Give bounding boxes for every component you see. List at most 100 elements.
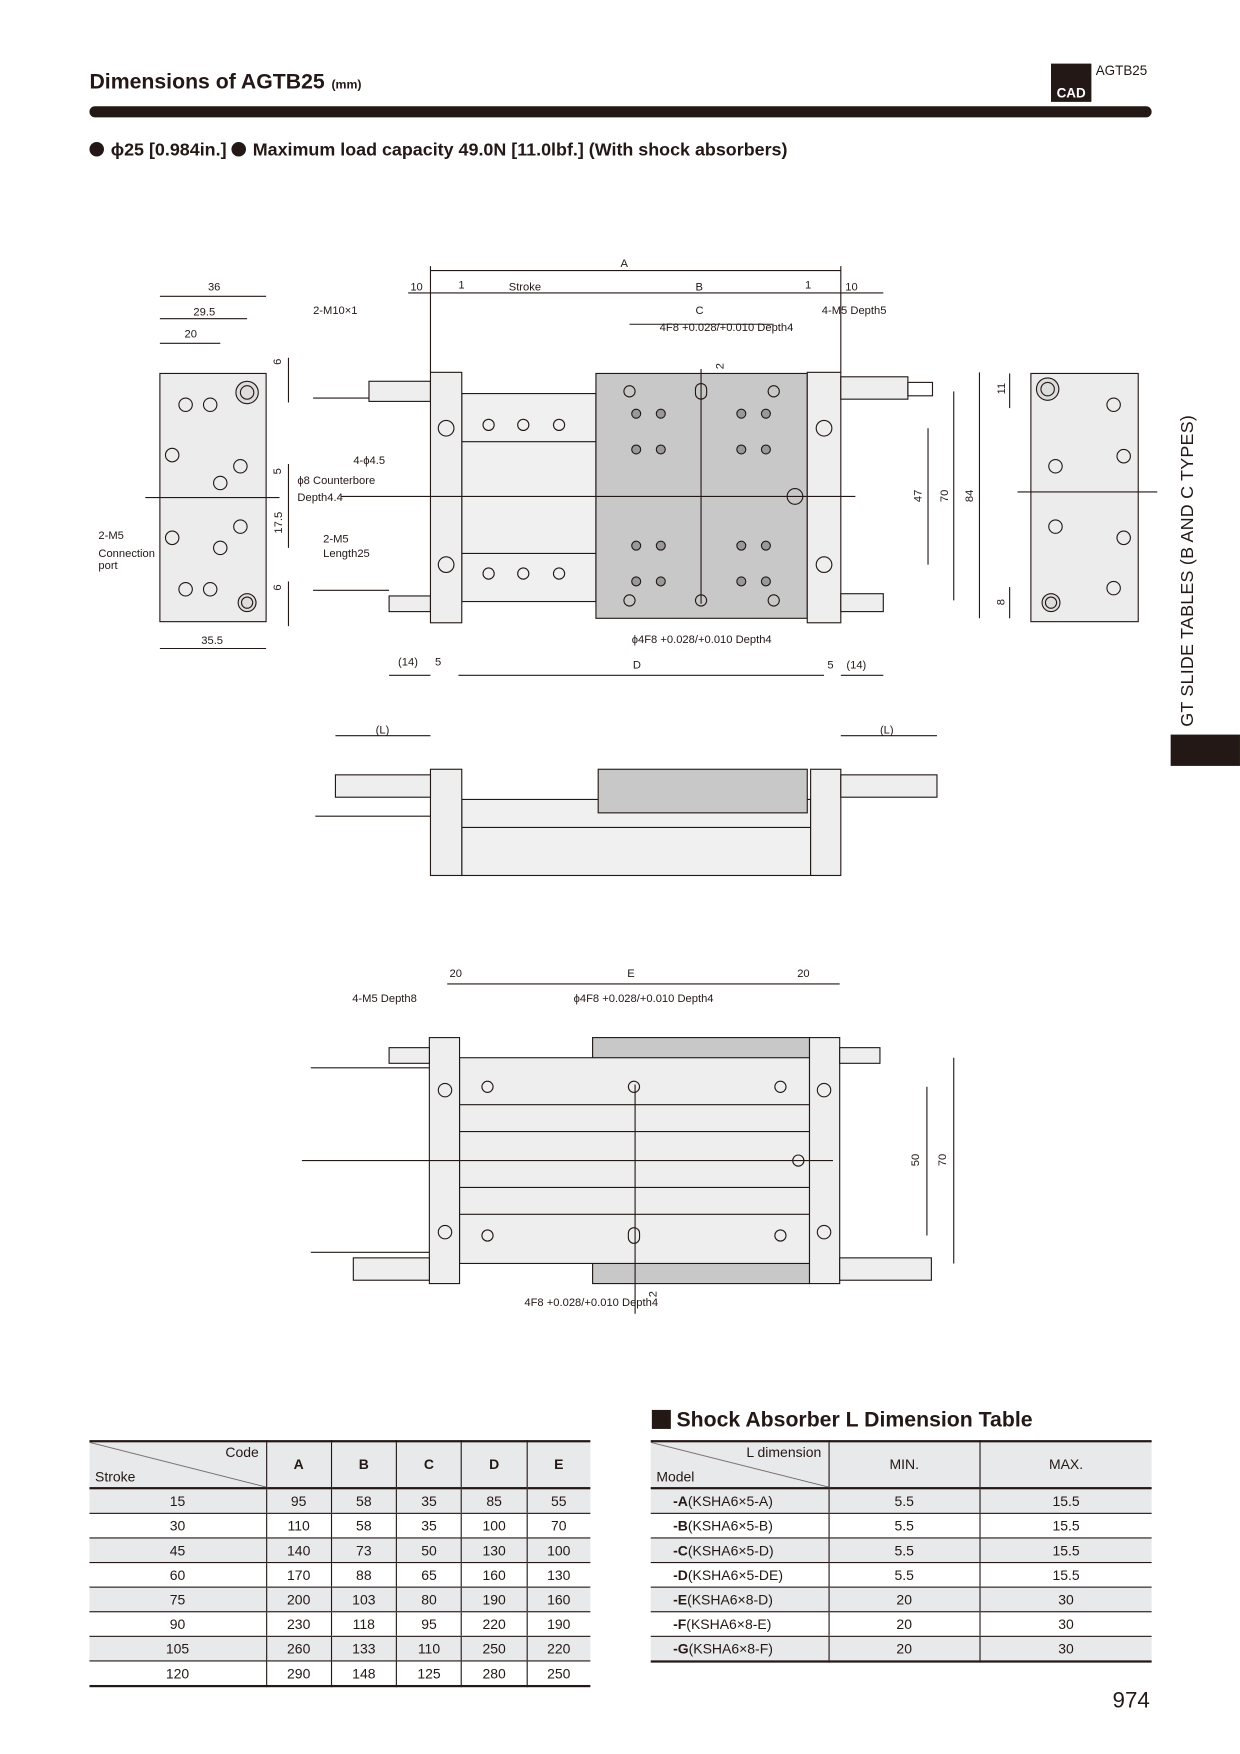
- column-header: MAX.: [979, 1441, 1152, 1490]
- bullet-icon: [89, 141, 104, 157]
- value-cell: 88: [330, 1562, 397, 1588]
- dimension-drawing: [145, 266, 1158, 1314]
- dim-label: E: [627, 968, 635, 981]
- callout: 4-M5 Depth8: [352, 992, 417, 1006]
- model-name: (KSHA6×5-DE): [687, 1567, 784, 1583]
- stroke-cell: 60: [89, 1562, 267, 1588]
- model-cell: -D(KSHA6×5-DE): [650, 1562, 829, 1588]
- dim-label: 11: [995, 382, 1009, 395]
- value-cell: 250: [460, 1636, 527, 1662]
- value-cell: 140: [265, 1537, 332, 1564]
- dim-label: B: [695, 281, 703, 295]
- dim-label: Stroke: [508, 281, 542, 295]
- cad-icon[interactable]: CAD: [1051, 63, 1092, 102]
- dim-label: 8: [995, 598, 1008, 606]
- value-cell: 95: [395, 1611, 462, 1637]
- model-name: (KSHA6×8-F): [688, 1640, 773, 1657]
- dim-label: 50: [910, 1153, 923, 1167]
- callout: port: [98, 560, 118, 573]
- dim-label: 20: [184, 328, 197, 342]
- dim-label: D: [632, 659, 641, 672]
- model-code: -D: [673, 1567, 688, 1583]
- dim-label: 70: [939, 489, 952, 503]
- value-cell: 103: [330, 1587, 397, 1613]
- dim-label: 47: [912, 489, 925, 503]
- corner-top-label: L dimension: [746, 1444, 822, 1461]
- dim-label: 17.5: [273, 511, 286, 534]
- shock-table-title: Shock Absorber L Dimension Table: [651, 1408, 1033, 1434]
- dim-label: 1: [458, 279, 465, 292]
- value-cell: 250: [526, 1660, 591, 1687]
- model-name: (KSHA6×5-B): [687, 1517, 773, 1534]
- max-cell: 30: [979, 1587, 1152, 1613]
- stroke-cell: 105: [89, 1636, 267, 1662]
- dim-label: 10: [845, 281, 858, 295]
- callout: 2-M5: [323, 533, 349, 546]
- page-title: Dimensions of AGTB25 (mm): [89, 70, 361, 95]
- callout: Connection: [98, 547, 155, 561]
- column-header: A: [265, 1441, 332, 1490]
- cad-badge-text: CAD: [1056, 84, 1086, 101]
- dim-label: C: [695, 305, 704, 318]
- dim-label: (14): [846, 659, 867, 672]
- dim-label: 6: [272, 584, 285, 591]
- bullet-icon: [231, 141, 247, 157]
- dim-label: 6: [272, 358, 285, 365]
- min-cell: 20: [827, 1587, 980, 1613]
- model-cell: -C(KSHA6×5-D): [650, 1537, 829, 1564]
- stroke-cell: 45: [89, 1537, 267, 1564]
- value-cell: 55: [526, 1488, 591, 1514]
- stroke-cell: 30: [89, 1513, 267, 1539]
- model-name: (KSHA6×8-D): [687, 1591, 773, 1608]
- value-cell: 110: [265, 1513, 332, 1539]
- dim-label: 84: [963, 489, 977, 503]
- model-cell: -B(KSHA6×5-B): [650, 1513, 829, 1539]
- column-header: D: [460, 1441, 527, 1490]
- dim-label: 5: [272, 468, 285, 475]
- value-cell: 260: [265, 1636, 332, 1662]
- value-cell: 65: [395, 1562, 462, 1588]
- min-cell: 5.5: [827, 1488, 980, 1514]
- bottom-view: [301, 983, 955, 1314]
- value-cell: 190: [526, 1611, 591, 1637]
- column-header: E: [526, 1441, 591, 1490]
- dim-label: 2: [647, 1291, 660, 1298]
- value-cell: 200: [265, 1587, 332, 1613]
- dim-label: 20: [449, 968, 462, 981]
- title-divider: [89, 106, 1152, 118]
- top-view: [313, 266, 981, 676]
- value-cell: 230: [265, 1611, 332, 1637]
- spec-line: ϕ25 [0.984in.] Maximum load capacity 49.…: [89, 141, 787, 161]
- min-cell: 5.5: [827, 1513, 980, 1539]
- model-cell: -F(KSHA6×8-E): [650, 1611, 829, 1637]
- value-cell: 220: [460, 1611, 527, 1637]
- callout: Depth4.4: [297, 491, 343, 505]
- title-text: Dimensions of AGTB25: [89, 70, 325, 94]
- value-cell: 280: [460, 1660, 527, 1687]
- square-bullet-icon: [651, 1409, 671, 1429]
- min-cell: 20: [827, 1611, 980, 1637]
- dim-label: (14): [398, 656, 418, 669]
- callout: 4-ϕ4.5: [353, 455, 386, 468]
- max-cell: 30: [979, 1636, 1152, 1663]
- shock-table-title-text: Shock Absorber L Dimension Table: [676, 1408, 1033, 1433]
- max-cell: 15.5: [979, 1562, 1152, 1588]
- model-name: (KSHA6×8-E): [686, 1616, 772, 1632]
- dim-label: 29.5: [193, 306, 216, 319]
- unit-label: (mm): [331, 78, 362, 92]
- callout: ϕ4F8 +0.028/+0.010 Depth4: [573, 992, 714, 1006]
- left-end-view: [145, 295, 290, 650]
- callout: 2-M10×1: [313, 305, 358, 318]
- dim-label: 5: [434, 656, 442, 669]
- value-cell: 58: [330, 1513, 397, 1539]
- callout: 4F8 +0.028/+0.010 Depth4: [659, 322, 794, 335]
- model-code: -G: [673, 1640, 689, 1657]
- page-number: 974: [1112, 1688, 1150, 1713]
